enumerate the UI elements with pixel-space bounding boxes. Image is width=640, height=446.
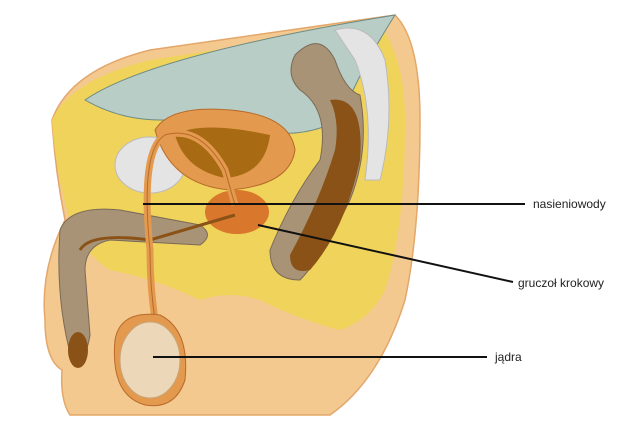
glans — [68, 332, 88, 368]
rectum — [290, 99, 361, 272]
sacrum — [334, 27, 390, 181]
label-vas-deferens: nasieniowody — [533, 197, 606, 211]
prostate — [205, 190, 269, 234]
testis — [119, 321, 181, 399]
label-prostate: gruczoł krokowy — [518, 276, 605, 290]
leader-line-prostate — [257, 224, 514, 283]
label-testes: jądra — [495, 350, 522, 364]
